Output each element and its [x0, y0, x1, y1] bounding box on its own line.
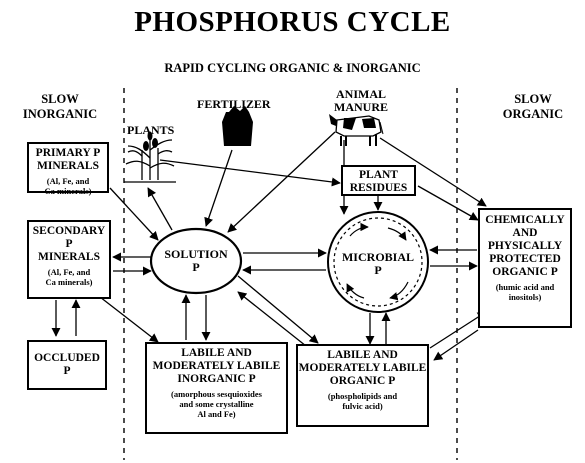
microbial-p-node: MICROBIAL P	[338, 251, 418, 277]
microbial-inner-circle	[333, 217, 423, 307]
solution-p-node: SOLUTION P	[151, 248, 241, 274]
microbial-p-label: MICROBIAL P	[341, 250, 414, 277]
secondary-p-minerals-note: (Al, Fe, and Ca minerals)	[45, 267, 93, 287]
plants-foliage	[143, 131, 158, 151]
plant-residues-box: PLANT RESIDUES	[341, 165, 416, 196]
diagram-subtitle: RAPID CYCLING ORGANIC & INORGANIC	[164, 61, 421, 75]
fertilizer-bag-icon	[222, 106, 253, 146]
secondary-p-minerals-title: SECONDARY P MINERALS	[32, 225, 106, 263]
solution-p-ellipse	[149, 227, 243, 295]
protected-organic-p-box: CHEMICALLY AND PHYSICALLY PROTECTED ORGA…	[478, 208, 572, 328]
protected-organic-p-title: CHEMICALLY AND PHYSICALLY PROTECTED ORGA…	[485, 214, 565, 278]
occluded-p-title: OCCLUDED P	[34, 352, 100, 377]
plant-residues-title: PLANT RESIDUES	[349, 169, 408, 194]
animal-manure-label: ANIMAL MANURE	[334, 87, 388, 114]
page-title: PHOSPHORUS CYCLE	[134, 6, 451, 38]
slow-organic-header: SLOW ORGANIC	[502, 92, 564, 121]
cow-icon	[329, 114, 384, 146]
slow-inorganic-header: SLOW INORGANIC	[22, 92, 98, 121]
labile-organic-p-title: LABILE AND MODERATELY LABILE ORGANIC P	[298, 349, 427, 387]
plants-label: PLANTS	[127, 123, 175, 137]
labile-organic-p-box: LABILE AND MODERATELY LABILE ORGANIC P (…	[296, 344, 429, 427]
plants-icon	[124, 139, 176, 183]
solution-p-label: SOLUTION P	[164, 247, 228, 274]
primary-p-minerals-note: (Al, Fe, and Ca minerals)	[44, 176, 92, 196]
fertilizer-label: FERTILIZER	[197, 97, 271, 111]
labile-inorganic-p-title: LABILE AND MODERATELY LABILE INORGANIC P	[152, 347, 281, 385]
primary-p-minerals-title: PRIMARY P MINERALS	[35, 147, 101, 172]
primary-p-minerals-box: PRIMARY P MINERALS (Al, Fe, and Ca miner…	[27, 142, 109, 196]
labile-inorganic-p-note: (amorphous sesquioxides and some crystal…	[171, 389, 262, 419]
secondary-p-minerals-box: SECONDARY P MINERALS (Al, Fe, and Ca min…	[27, 220, 111, 299]
labile-inorganic-p-box: LABILE AND MODERATELY LABILE INORGANIC P…	[145, 342, 288, 434]
occluded-p-box: OCCLUDED P	[27, 340, 107, 390]
labile-organic-p-note: (phospholipids and fulvic acid)	[327, 391, 398, 411]
protected-organic-p-note: (humic acid and inositols)	[495, 282, 555, 302]
